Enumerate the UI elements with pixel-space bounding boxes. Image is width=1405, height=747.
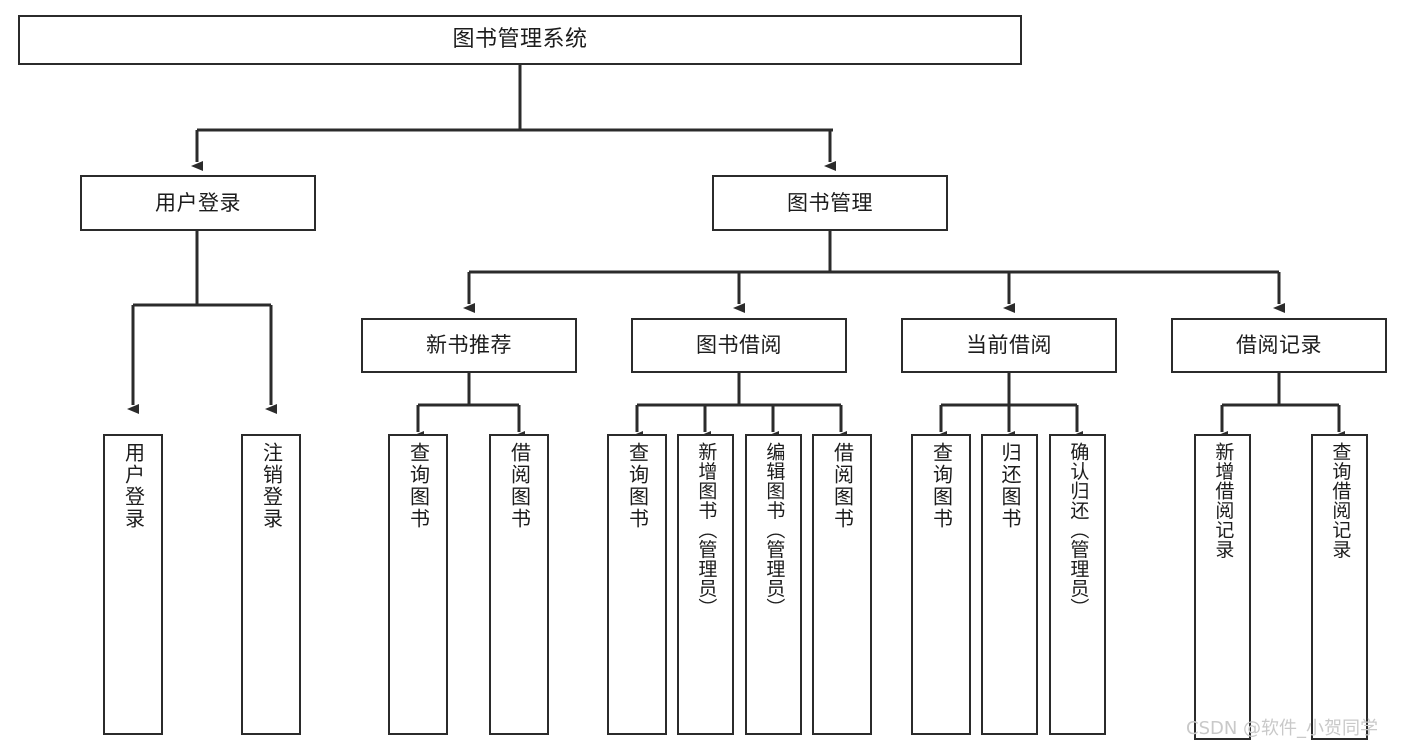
connector-group-user-login — [127, 231, 277, 414]
node-label: 借阅图书 — [830, 442, 855, 530]
node-label: 查询图书 — [625, 442, 650, 530]
leaf-user-login-login[interactable]: 用户登录 — [103, 434, 163, 735]
node-label: 归还图书 — [998, 442, 1022, 530]
node-label: 借阅记录 — [1236, 333, 1322, 358]
leaf-borrow-borrow-book[interactable]: 借阅图书 — [812, 434, 872, 735]
node-user-login[interactable]: 用户登录 — [80, 175, 316, 231]
node-label: 图书借阅 — [696, 333, 782, 358]
node-current-borrow[interactable]: 当前借阅 — [901, 318, 1117, 373]
connector-group-root — [191, 65, 836, 171]
node-label: 新增图书（管理员） — [695, 442, 718, 618]
node-label: 新书推荐 — [426, 333, 512, 358]
node-label: 用户登录 — [155, 190, 241, 215]
node-label: 借阅图书 — [507, 442, 532, 530]
node-label: 查询图书 — [929, 442, 954, 530]
node-label: 新增借阅记录 — [1212, 442, 1235, 559]
leaf-borrow-query-book[interactable]: 查询图书 — [607, 434, 667, 735]
leaf-current-return-book[interactable]: 归还图书 — [981, 434, 1038, 735]
leaf-record-add-record[interactable]: 新增借阅记录 — [1194, 434, 1251, 740]
node-book-management[interactable]: 图书管理 — [712, 175, 948, 231]
node-label: 图书管理系统 — [452, 27, 588, 53]
leaf-user-login-logout[interactable]: 注销登录 — [241, 434, 301, 735]
connector-group-borrow-record — [1216, 373, 1345, 441]
node-label: 图书管理 — [787, 190, 873, 215]
connector-group-new-book — [412, 373, 525, 441]
node-label: 确认归还（管理员） — [1067, 442, 1090, 618]
connector-group-book-mgmt — [463, 231, 1285, 313]
connector-group-borrow — [631, 373, 847, 441]
node-label: 当前借阅 — [966, 333, 1052, 358]
leaf-record-query-record[interactable]: 查询借阅记录 — [1311, 434, 1368, 740]
node-label: 用户登录 — [121, 442, 146, 530]
leaf-new-book-borrow[interactable]: 借阅图书 — [489, 434, 549, 735]
leaf-borrow-edit-book[interactable]: 编辑图书（管理员） — [745, 434, 802, 735]
leaf-current-query-book[interactable]: 查询图书 — [911, 434, 971, 735]
leaf-new-book-query[interactable]: 查询图书 — [388, 434, 448, 735]
node-book-borrow[interactable]: 图书借阅 — [631, 318, 847, 373]
node-label: 编辑图书（管理员） — [763, 442, 786, 618]
node-label: 查询图书 — [406, 442, 431, 530]
node-new-book-recommend[interactable]: 新书推荐 — [361, 318, 577, 373]
node-borrow-record[interactable]: 借阅记录 — [1171, 318, 1387, 373]
node-label: 查询借阅记录 — [1329, 442, 1352, 559]
node-root-system[interactable]: 图书管理系统 — [18, 15, 1022, 65]
connector-group-current-borrow — [935, 373, 1083, 441]
leaf-borrow-add-book[interactable]: 新增图书（管理员） — [677, 434, 734, 735]
node-label: 注销登录 — [259, 442, 284, 530]
leaf-current-confirm-return[interactable]: 确认归还（管理员） — [1049, 434, 1106, 735]
